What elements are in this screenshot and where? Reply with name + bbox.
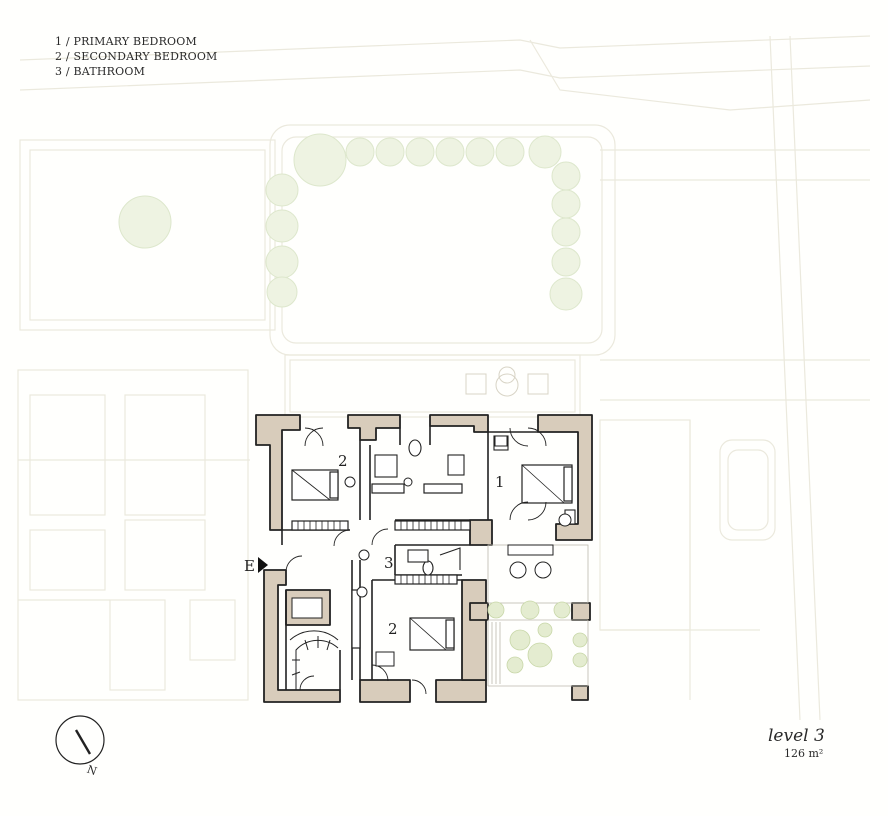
staircase	[289, 597, 339, 690]
compass-icon	[55, 715, 105, 765]
wardrobes	[291, 483, 471, 649]
level-title: level 3	[768, 726, 825, 746]
legend-item: 1 / PRIMARY BEDROOM	[55, 35, 197, 48]
legend-item: 2 / SECONDARY BEDROOM	[55, 50, 218, 63]
room-label-primary: 1	[495, 473, 505, 491]
terrace-furniture	[465, 366, 549, 397]
entry-arrow-icon	[258, 557, 268, 573]
room-label-bathroom: 3	[384, 554, 394, 572]
beds	[291, 464, 573, 651]
room-label-secondary-a: 2	[338, 452, 348, 470]
furniture-small	[344, 435, 572, 667]
site-context	[17, 35, 871, 721]
legend-item: 3 / BATHROOM	[55, 65, 146, 78]
terrace-chairs	[507, 544, 554, 579]
level-area: 126 m²	[784, 747, 824, 760]
room-legend: 1 / PRIMARY BEDROOM 2 / SECONDARY BEDROO…	[55, 34, 218, 79]
entry-label: E	[244, 557, 255, 575]
terrace-plants	[487, 600, 588, 674]
wardrobe-hatch	[297, 521, 462, 584]
room-label-secondary-b: 2	[388, 620, 398, 638]
garden-trees	[118, 133, 583, 311]
door-swings	[285, 427, 547, 695]
right-terrace	[487, 544, 589, 687]
